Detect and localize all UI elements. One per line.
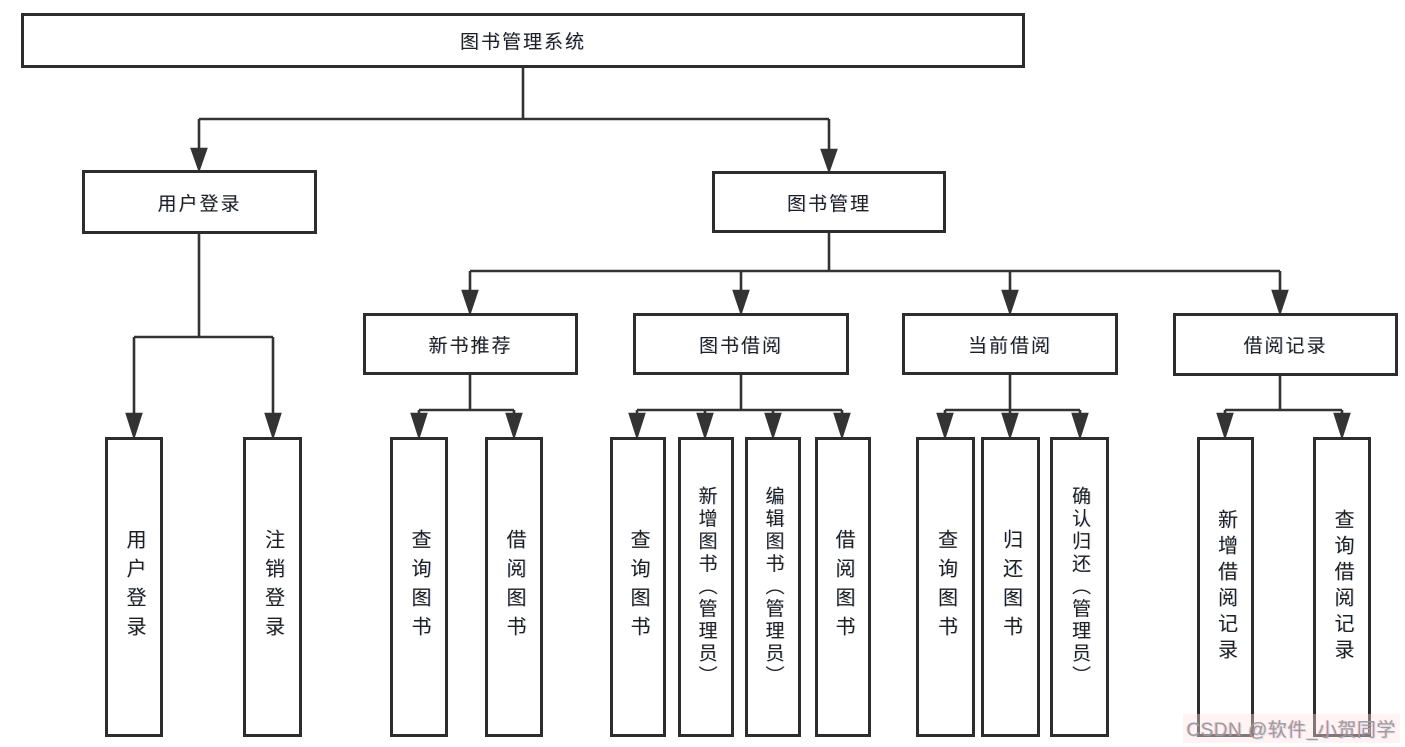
connector-user-login-children	[125, 234, 282, 441]
node-logout-action: 注销登录	[243, 437, 302, 737]
node-borrow-book-borrow: 借阅图书	[815, 437, 871, 737]
node-query-borrow-record: 查询借阅记录	[1313, 437, 1371, 737]
node-book-mgmt: 图书管理	[712, 171, 946, 233]
node-new-book-rec: 新书推荐	[363, 313, 578, 375]
connector-new-book-rec-children	[410, 375, 523, 441]
node-add-borrow-record: 新增借阅记录	[1197, 437, 1254, 737]
node-user-login-action: 用户登录	[105, 437, 163, 737]
node-edit-book-admin: 编辑图书（管理员）	[745, 437, 801, 737]
connector-root-to-level2	[190, 68, 838, 174]
node-confirm-return-admin: 确认归还（管理员）	[1050, 437, 1109, 737]
node-root: 图书管理系统	[21, 13, 1025, 68]
node-add-book-admin: 新增图书（管理员）	[678, 437, 734, 737]
node-query-book-rec: 查询图书	[390, 437, 448, 737]
node-borrow-record: 借阅记录	[1173, 313, 1398, 376]
connector-current-borrow-children	[936, 375, 1089, 441]
node-query-book-borrow: 查询图书	[610, 437, 666, 737]
node-query-book-current: 查询图书	[916, 437, 975, 737]
node-return-book: 归还图书	[981, 437, 1040, 737]
csdn-watermark: CSDN @软件_小贺同学	[1182, 714, 1400, 743]
connector-book-borrow-children	[628, 375, 851, 441]
node-borrow-book-rec: 借阅图书	[485, 437, 543, 737]
node-current-borrow: 当前借阅	[902, 313, 1118, 375]
node-user-login: 用户登录	[82, 170, 317, 234]
node-book-borrow: 图书借阅	[633, 313, 849, 375]
connector-book-mgmt-children	[461, 233, 1289, 317]
connector-borrow-record-children	[1216, 375, 1351, 441]
